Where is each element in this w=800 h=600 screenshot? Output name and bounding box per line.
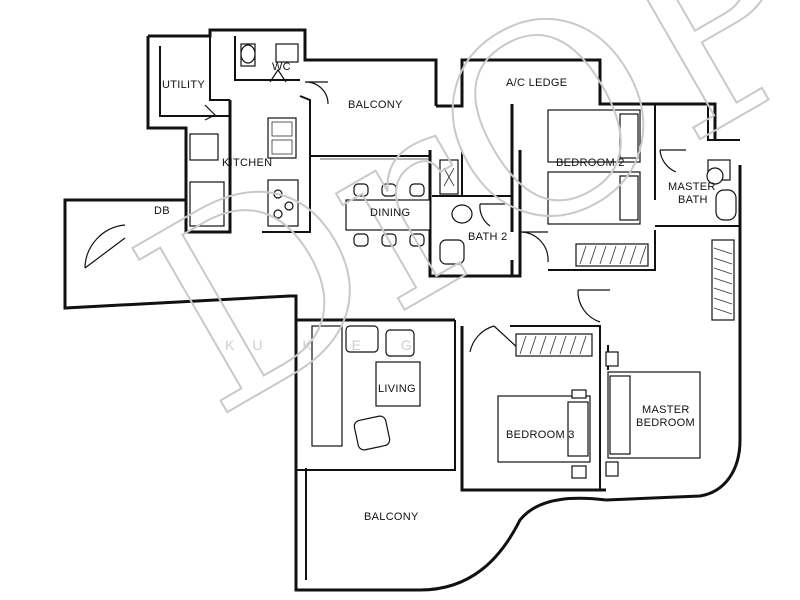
label-balcony-bottom: BALCONY: [364, 511, 419, 523]
label-balcony-top: BALCONY: [348, 99, 403, 111]
label-bath-2: BATH 2: [468, 231, 508, 243]
watermark-subtitle: KU K E G: [225, 337, 430, 353]
label-kitchen: KITCHEN: [222, 157, 272, 169]
label-dining: DINING: [370, 207, 410, 219]
label-utility: UTILITY: [162, 79, 205, 91]
label-wc: WC: [272, 61, 291, 73]
label-bedroom-2: BEDROOM 2: [556, 157, 625, 169]
label-living: LIVING: [378, 383, 416, 395]
label-ac-ledge: A/C LEDGE: [506, 77, 567, 89]
room-labels: UTILITY WC BALCONY A/C LEDGE KITCHEN DB …: [154, 61, 716, 523]
interior-walls: [159, 36, 740, 492]
label-db: DB: [154, 205, 170, 217]
fixtures: [189, 43, 737, 479]
label-bedroom-3: BEDROOM 3: [506, 429, 575, 441]
